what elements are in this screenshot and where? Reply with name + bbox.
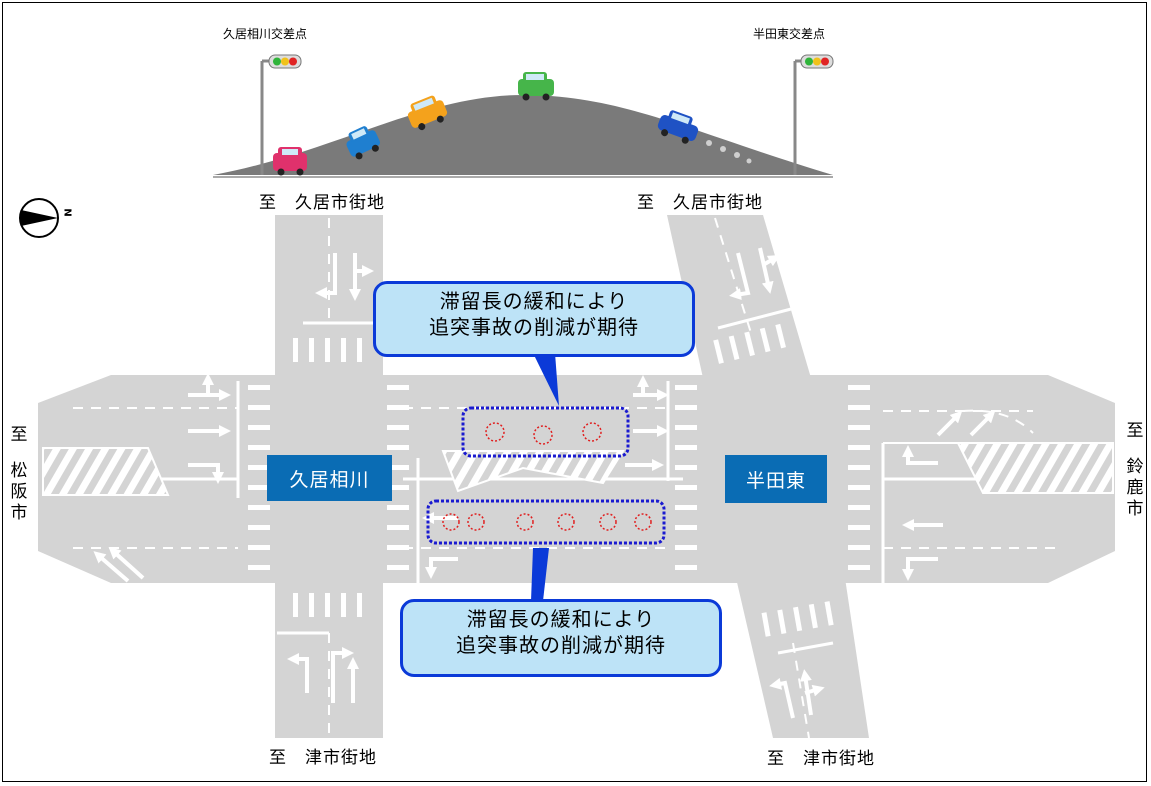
callout-lower-line2: 追突事故の削減が期待	[456, 633, 666, 657]
callout-lower-line1: 滞留長の緩和により	[466, 607, 656, 631]
destination-west-city: 松 阪 市	[9, 461, 29, 524]
callout-pointers	[531, 353, 559, 601]
car-blue	[657, 110, 699, 144]
destination-west-to: 至	[10, 425, 28, 445]
east-city-char: 鈴	[1126, 457, 1144, 477]
destination-south-left: 至 津市街地	[269, 748, 377, 768]
queue-box-upper	[461, 406, 630, 458]
destination-south-right: 至 津市街地	[767, 749, 875, 769]
east-city-char: 市	[1126, 499, 1144, 519]
callout-upper: 滞留長の緩和により 追突事故の削減が期待	[373, 281, 695, 357]
destination-north-left: 至 久居市街地	[259, 193, 385, 213]
car-green	[518, 72, 554, 101]
signal-label-right: 半田東交差点	[753, 27, 826, 41]
queue-box-lower	[426, 499, 666, 545]
exhaust	[706, 140, 752, 164]
car-orange	[407, 95, 448, 131]
destination-east-city: 鈴 鹿 市	[1125, 457, 1145, 520]
callout-upper-line2: 追突事故の削減が期待	[429, 315, 639, 339]
hill-profile	[213, 54, 834, 178]
compass-north-label: N	[61, 208, 73, 217]
car-blue-small	[346, 126, 380, 160]
callout-lower: 滞留長の緩和により 追突事故の削減が期待	[400, 599, 722, 677]
intersection-tag-right: 半田東	[725, 455, 827, 503]
traffic-signal-left	[260, 54, 302, 175]
signal-label-left: 久居相川交差点	[223, 27, 308, 41]
west-city-char: 市	[10, 503, 28, 523]
compass-icon	[19, 198, 59, 238]
callout-upper-line1: 滞留長の緩和により	[439, 289, 629, 313]
intersection-tag-left: 久居相川	[267, 455, 392, 501]
crosswalks	[248, 323, 870, 637]
east-city-char: 鹿	[1126, 478, 1144, 498]
hatched-zones	[42, 442, 1114, 496]
car-pink	[273, 147, 307, 176]
destination-east-to: 至	[1126, 421, 1144, 441]
road-diagram	[19, 54, 1115, 739]
west-city-char: 阪	[10, 482, 28, 502]
destination-north-right: 至 久居市街地	[637, 193, 763, 213]
lane-arrows	[93, 247, 996, 719]
traffic-signal-right	[793, 54, 834, 175]
west-city-char: 松	[10, 461, 28, 481]
